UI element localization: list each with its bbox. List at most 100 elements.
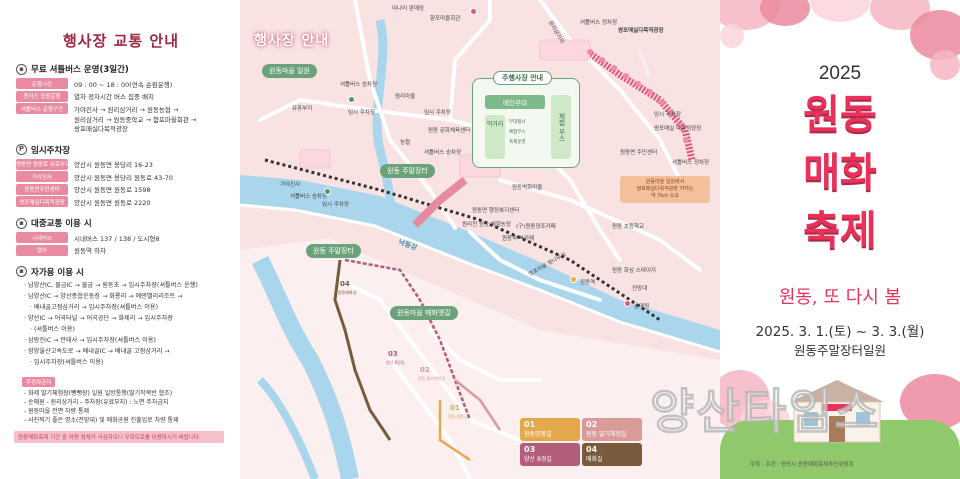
blossom-cluster [720,24,744,48]
car-route: 남양산IC → 양산종합운동장 → 화룡리 → 에덴밸리리조트 → [24,292,226,301]
food-area: 먹거리 [485,115,505,159]
place-label: 원동 문화체육센터 [428,128,471,134]
shuttle-route-cont: 원리삼거리 → 원동중학교 → 함포마을회관 → [74,115,197,124]
festival-slogan: 원동, 또 다시 봄 [778,287,902,308]
festival-title-line: 원동 [803,92,877,138]
route-sub: 양산 8경길 [386,360,405,365]
main-stage: 메인무대 [485,95,545,109]
place-label: 원동벽화마을 [512,185,543,191]
place-marker [624,300,631,307]
transit-heading: ▪ 대중교통 이용 시 [16,217,226,229]
route-number: 04 [340,280,350,288]
route-sub: 원동매화길 [338,290,357,295]
place-marker [470,8,477,15]
legend-item: 03 양산 8경길 [520,443,580,466]
shuttle-heading: ▪ 무료 셔틀버스 운영(3일간) [16,63,226,75]
area-label-maehwa-road: 원동마을 매화옛길 [390,306,458,320]
route-sub: 원동 명품길 [448,414,468,419]
car-route: 양산IC → 어곡터널 → 어곡공단 → 화제리 → 임시주차장 [24,314,226,323]
station-house-illustration [790,380,884,443]
bus-icon: ▪ [16,217,27,229]
organizer-text: 주최 : 주관 : 양산시 원동매화축제추진위원회 [750,462,854,468]
car-heading: ▪ 자가용 이용 시 [16,266,226,278]
place-label: 셔틀버스 승차장 [340,82,378,88]
bus-icon: ▪ [16,63,27,75]
main-stage-guide: 주행사장 안내 메인무대 체험 부스 먹거리 부대행사 체험부스 축제운영 [472,71,580,168]
place-label: 순매원 [634,304,650,310]
parking-heading: P 임시주차장 [16,144,226,156]
place-label: 원동역 [580,280,596,286]
stage-sub-label: 축제운영 [509,140,526,145]
place-label: 원동 화심 스테이지 [612,268,656,274]
place-label: 원리마을 [395,94,416,100]
place-label: 임시 주차장 [322,202,350,208]
warning-item: 원동마을 전면 차량 통제 [24,407,226,416]
route-sub: 원동 딸기체험길 [418,376,446,381]
place-label: 원동면 행정복지센터 [472,208,520,214]
shuttle-route-cont: 쌍포매실다목적광장 [74,124,128,133]
place-label: 미나리 판매장 [392,6,425,12]
route-number: 03 [388,350,398,358]
transport-title: 행사장 교통 안내 [62,32,180,50]
map-title: 행사장 안내 [254,33,330,49]
area-label-village: 원동마을 일원 [262,64,317,78]
place-label: 쌍포매실다목적광장 [618,28,664,34]
place-label: 셔틀버스 정차장 [580,20,618,26]
stage-sub-label: 부대행사 [509,120,526,125]
festival-title-line: 매화 [803,150,877,196]
festival-date: 2025. 3. 1.(토) ~ 3. 3.(월) [755,324,925,340]
car-icon: ▪ [16,266,27,277]
place-label: 원리천 원동 체험농장 [462,222,512,228]
blossom-cluster [810,0,870,22]
stage-sub-label: 체험부스 [509,130,526,135]
route-legend: 01 원동명품길 02 원동 딸기체험길 03 양산 8경길 04 매화길 [520,418,644,468]
place-label: 가야진사 [280,182,301,188]
festival-year: 2025 [818,63,862,84]
car-route: 남양산IC, 물금IC → 물금 → 원동초 → 임시주차장(셔틀버스 운행) [24,281,226,290]
main-stage-title: 주행사장 안내 [493,71,553,85]
station-marker [570,276,577,283]
festival-poster: 2025 원동 매화 축제 원동, 또 다시 봄 2025. 3. 1.(토) … [720,0,960,479]
place-label: 농협 [400,140,411,146]
festival-map: 행사장 안내 원동마을 일원 원동 주말장터 원동 주말장터 원동마을 매화옛길… [240,0,720,479]
parking-icon: P [16,144,27,155]
warning-item: 화제 딸기체험장(뺑뻥장) 일원 일방통행(딸기작목반 협조) [24,389,226,398]
place-label: (구)원동양조카페 [516,224,556,230]
place-label: 임시 주차장 [654,112,682,118]
experience-booths: 체험 부스 [551,95,571,159]
warning-item: 순매원 - 원리삼거리 - 주차장(유료부지) : 노면 주차금지 [24,398,226,407]
place-label: 셔틀버스 정차장 [672,160,710,166]
car-route: (셔틀버스 이용) [24,325,226,334]
legend-item: 04 매화길 [582,443,642,466]
car-route: 함양울산고속도로 → 배내골IC → 배내골 고점삼거리 → [24,347,226,356]
place-label: 쌍포매실 다목적광장 [654,126,702,132]
traffic-notice: 원동매화축제 기간 중 차량 정체가 극심하오니 우회도로를 이용하시기 바랍니… [14,431,224,443]
place-label: 함포마을회관 [430,16,461,22]
warning-item: 사진찍기 좋은 명소(전망대) 및 매화공원 진출입로 차량 통제 [24,416,226,425]
car-route: 삼랑진IC → 안태사 → 임시주차장(셔틀버스 이용) [24,336,226,345]
area-label-market: 원동 주말장터 [380,164,435,178]
no-parking-tag: 주정차금지 [22,376,56,387]
legend-item: 02 원동 딸기체험길 [582,418,642,441]
shuttle-stop-marker [324,188,331,195]
place-label: 임시 주차장 [424,110,452,116]
place-label: 원동 초등학교 [612,224,645,230]
place-label: 셔틀버스 승차장 [424,150,462,156]
route-number: 01 [450,404,460,412]
place-label: 원동학 북카페 [502,236,535,242]
car-route: 임시주차장(셔틀버스 이용) [24,358,226,367]
route-number: 02 [420,366,430,374]
place-label: 셔틀버스 승차장 [290,194,328,200]
distance-note: 원동마을 일원에서 쌍포매실다목적광장 까지는 약 7km 소요 [620,176,710,203]
place-label: 임시 주차장 [348,110,376,116]
